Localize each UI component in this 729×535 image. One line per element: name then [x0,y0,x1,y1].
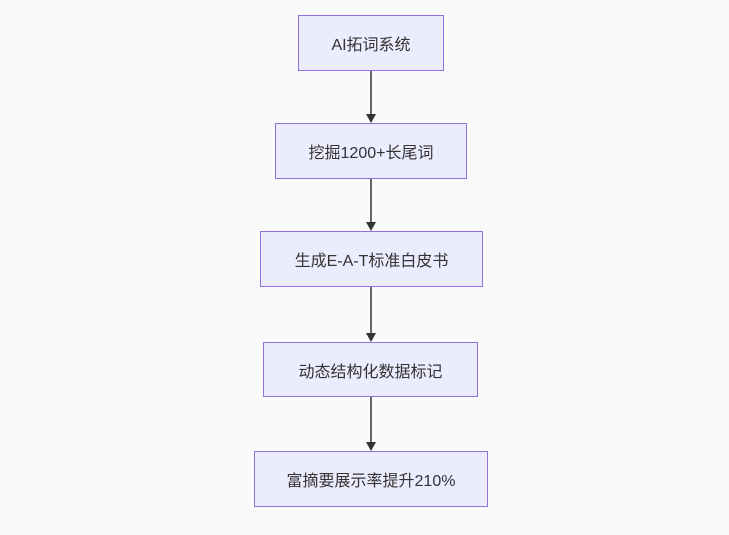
flowchart-edge-2 [366,179,376,231]
flowchart-node-eat-whitepaper: 生成E-A-T标准白皮书 [260,231,483,287]
node-label: AI拓词系统 [331,37,411,54]
arrow-line [370,179,372,222]
flowchart-edge-3 [366,287,376,342]
arrow-line [370,287,372,333]
arrow-down-icon [366,114,376,123]
arrow-down-icon [366,222,376,231]
flowchart-node-longtail-mining: 挖掘1200+长尾词 [275,123,467,179]
node-label: 挖掘1200+长尾词 [308,145,434,162]
node-label: 动态结构化数据标记 [298,363,443,381]
arrow-down-icon [366,333,376,342]
node-label: 富摘要展示率提升210% [286,473,456,490]
flowchart-edge-4 [366,397,376,451]
flowchart-node-ai-keyword-system: AI拓词系统 [298,15,444,71]
arrow-down-icon [366,442,376,451]
node-label: 生成E-A-T标准白皮书 [294,253,449,270]
arrow-line [370,71,372,114]
flowchart-node-rich-snippet-result: 富摘要展示率提升210% [254,451,488,507]
flowchart-edge-1 [366,71,376,123]
flowchart-node-structured-data-markup: 动态结构化数据标记 [263,342,478,397]
arrow-line [370,397,372,442]
